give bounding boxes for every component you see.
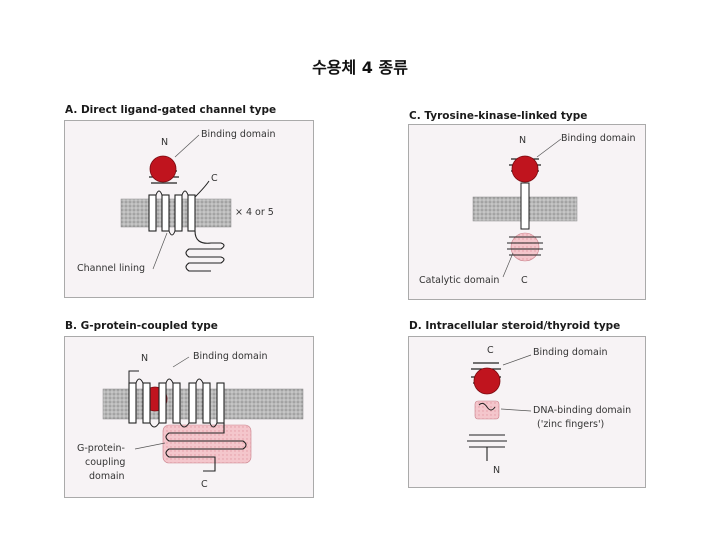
seven-transmembrane-helices (128, 382, 225, 424)
n-terminus-label: N (519, 135, 527, 146)
binding-leader (174, 134, 200, 158)
n-terminus-label: N (141, 353, 149, 364)
g-protein-coupling-box (162, 424, 252, 464)
g-protein-coupled-diagram (102, 356, 304, 472)
tyrosine-kinase-diagram (472, 138, 578, 278)
gprotein-leader (134, 442, 166, 450)
zinc-fingers-label: ('zinc fingers') (537, 419, 605, 430)
panel-c: N Binding domain Catalytic domain C (408, 124, 646, 300)
intracellular-receptor-diagram (467, 354, 532, 461)
binding-leader (502, 354, 532, 366)
intracellular-loops (185, 230, 225, 272)
catalytic-domain-sphere (510, 232, 540, 262)
panel-a-heading: A. Direct ligand-gated channel type (65, 104, 277, 116)
c-terminus-label: C (487, 345, 494, 356)
single-helix (520, 182, 530, 230)
n-terminal-loops (467, 434, 507, 461)
zinc-finger-loops (478, 402, 496, 411)
binding-domain-label: Binding domain (533, 347, 608, 358)
c-terminal-tail (165, 423, 247, 472)
binding-domain-label: Binding domain (201, 129, 276, 140)
binding-domain-label: Binding domain (193, 351, 268, 362)
channel-lining-leader (152, 232, 168, 270)
zinc-finger-box (474, 400, 500, 420)
binding-leader (172, 356, 190, 368)
n-terminus-label: N (161, 137, 169, 148)
binding-leader (536, 138, 562, 158)
gprotein-label-line2: coupling (85, 457, 126, 468)
helix-loops (155, 190, 189, 236)
slide-title: 수용체 4 종류 (312, 58, 408, 77)
catalytic-domain-label: Catalytic domain (419, 275, 500, 286)
channel-lining-label: Channel lining (77, 263, 146, 274)
panel-d: C Binding domain DNA-binding domain ('zi… (408, 336, 646, 488)
transmembrane-helices (148, 194, 196, 232)
binding-domain-label: Binding domain (561, 133, 636, 144)
c-terminal-tail (194, 180, 210, 198)
gprotein-label-line3: domain (89, 471, 125, 482)
helix-loops (128, 370, 218, 428)
ligand-gated-channel-diagram (120, 134, 232, 272)
gprotein-label-line1: G-protein- (77, 443, 125, 454)
dna-leader (500, 408, 532, 412)
c-terminus-label: C (521, 275, 528, 286)
n-terminus-label: N (493, 465, 501, 476)
ligand-binding-sphere (511, 155, 539, 183)
dna-binding-label: DNA-binding domain (533, 405, 632, 416)
intracellular-loops (507, 236, 543, 256)
panel-b: N Binding domain G-protein- coupling dom… (64, 336, 314, 498)
panel-a: N Binding domain C × 4 or 5 Channel lini… (64, 120, 314, 298)
multiplier-label: × 4 or 5 (235, 207, 274, 218)
catalytic-leader (502, 252, 514, 278)
ligand-binding-sphere (473, 367, 501, 395)
panel-c-heading: C. Tyrosine-kinase-linked type (409, 110, 588, 122)
panel-b-heading: B. G-protein-coupled type (65, 320, 218, 332)
panel-d-heading: D. Intracellular steroid/thyroid type (409, 320, 621, 332)
ligand-binding-sphere (149, 155, 177, 183)
c-terminus-label: C (211, 173, 218, 184)
c-terminus-label: C (201, 479, 208, 490)
